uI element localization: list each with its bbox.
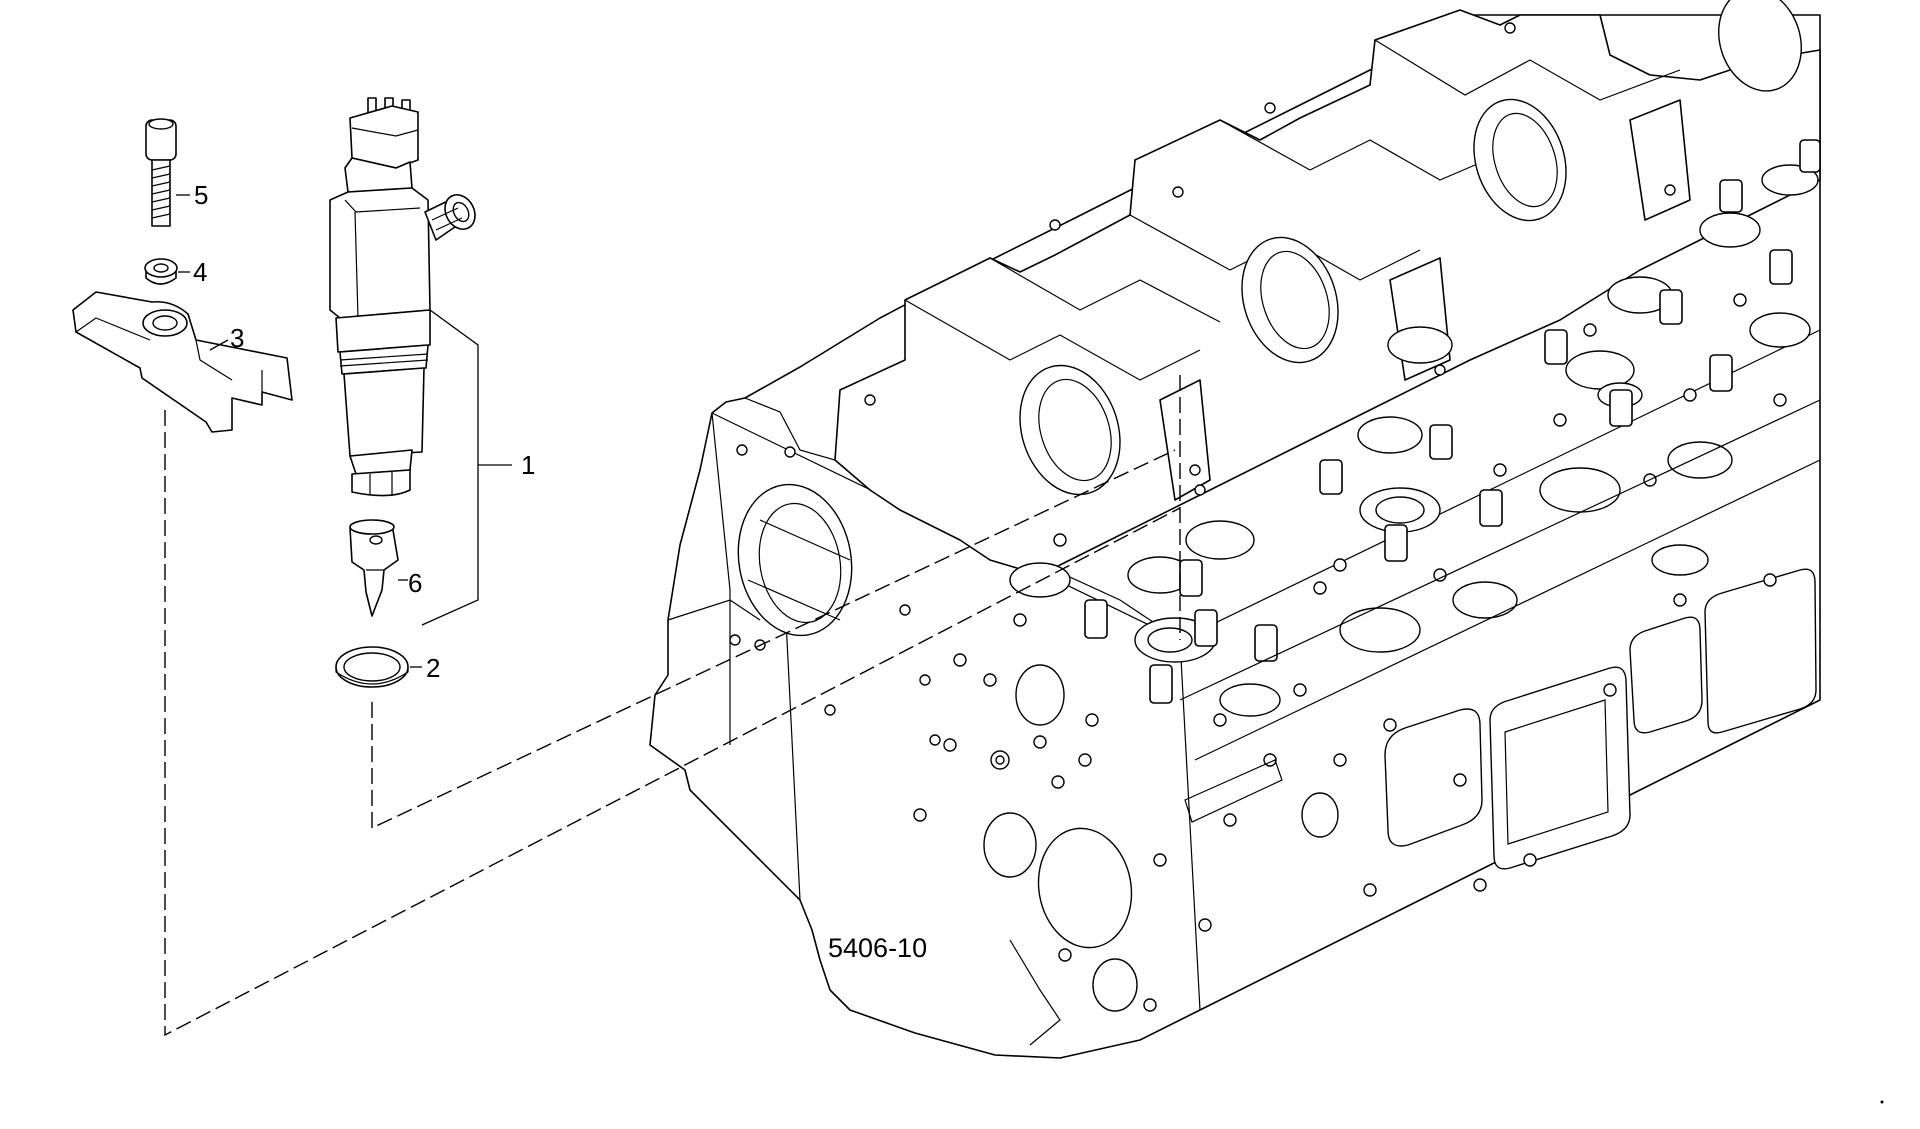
cylinder-head — [649, 0, 1821, 1059]
part-4-washer — [144, 258, 178, 285]
valve-pockets — [1009, 139, 1821, 727]
callout-labels: 1 2 3 4 5 6 — [193, 180, 535, 683]
part-3-clamp — [72, 291, 293, 433]
corner-dot — [1880, 1100, 1884, 1104]
front-face-ports — [913, 399, 1821, 1046]
callout-3: 3 — [230, 323, 244, 353]
part-6-nozzle — [349, 519, 399, 617]
part-1-injector — [329, 97, 476, 497]
callout-4: 4 — [193, 257, 207, 287]
callout-2: 2 — [426, 653, 440, 683]
figure-code: 5406-10 — [828, 933, 927, 963]
part-2-seal-ring — [335, 646, 409, 688]
callout-5: 5 — [194, 180, 208, 210]
callout-6: 6 — [408, 568, 422, 598]
part-5-bolt — [145, 118, 177, 227]
assembly-lines — [164, 375, 1181, 1037]
callout-1: 1 — [521, 450, 535, 480]
leader-lines — [176, 194, 512, 668]
